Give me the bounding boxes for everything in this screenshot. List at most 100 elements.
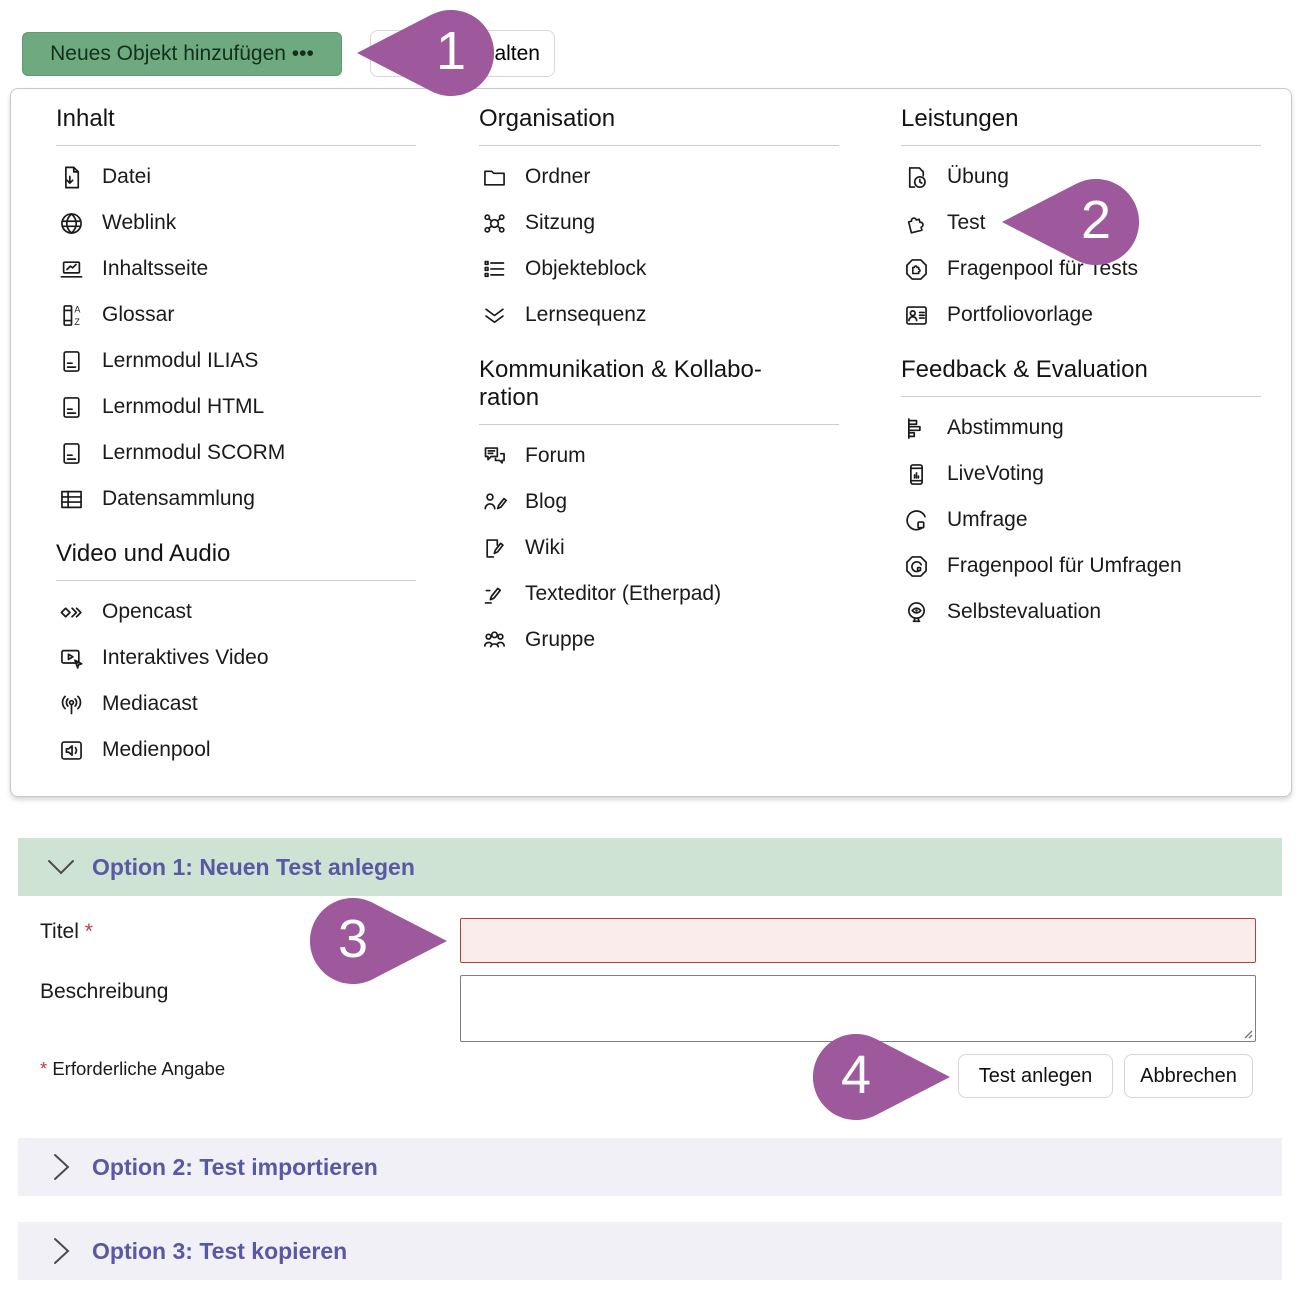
- marker-number: 3: [337, 908, 369, 969]
- survey-icon: [901, 505, 931, 535]
- menu-item-lernmodul-html[interactable]: Lernmodul HTML: [56, 384, 416, 430]
- question-pool-test-icon: [901, 254, 931, 284]
- menu-item-gruppe[interactable]: Gruppe: [479, 617, 839, 663]
- description-label: Beschreibung: [40, 980, 169, 1003]
- learning-module-icon: [56, 392, 86, 422]
- menu-item-label: Wiki: [525, 536, 565, 559]
- learning-module-icon: [56, 438, 86, 468]
- menu-item-objekteblock[interactable]: Objekteblock: [479, 246, 839, 292]
- content-page-icon: [56, 254, 86, 284]
- menu-item-label: Ordner: [525, 165, 591, 188]
- opencast-icon: [56, 597, 86, 627]
- title-input[interactable]: [460, 918, 1256, 963]
- menu-item-fragenpool-fuer-tests[interactable]: Fragenpool für Tests: [901, 246, 1261, 292]
- menu-item-label: Mediacast: [102, 692, 198, 715]
- menu-item-label: Interaktives Video: [102, 646, 269, 669]
- test-puzzle-icon: [901, 208, 931, 238]
- menu-item-datensammlung[interactable]: Datensammlung: [56, 476, 416, 522]
- section-title: Leistungen: [901, 105, 1261, 146]
- blog-icon: [479, 487, 509, 517]
- menu-item-wiki[interactable]: Wiki: [479, 525, 839, 571]
- chevron-down-icon: [46, 859, 76, 876]
- menu-item-umfrage[interactable]: Umfrage: [901, 497, 1261, 543]
- menu-item-test[interactable]: Test: [901, 200, 1261, 246]
- interactive-video-icon: [56, 643, 86, 673]
- cancel-button[interactable]: Abbrechen: [1124, 1054, 1253, 1098]
- learning-sequence-icon: [479, 300, 509, 330]
- menu-item-sitzung[interactable]: Sitzung: [479, 200, 839, 246]
- menu-item-weblink[interactable]: Weblink: [56, 200, 416, 246]
- menu-item-datei[interactable]: Datei: [56, 154, 416, 200]
- menu-item-label: Datensammlung: [102, 487, 255, 510]
- live-voting-icon: [901, 459, 931, 489]
- menu-item-interaktives-video[interactable]: Interaktives Video: [56, 635, 416, 681]
- menu-item-selbstevaluation[interactable]: Selbstevaluation: [901, 589, 1261, 635]
- menu-item-label: Medienpool: [102, 738, 211, 761]
- accordion-option-2[interactable]: Option 2: Test importieren: [18, 1138, 1282, 1196]
- add-object-button[interactable]: Neues Objekt hinzufügen •••: [22, 32, 342, 76]
- menu-item-lernmodul-ilias[interactable]: Lernmodul ILIAS: [56, 338, 416, 384]
- menu-item-abstimmung[interactable]: Abstimmung: [901, 405, 1261, 451]
- chevron-right-icon: [46, 1153, 76, 1181]
- menu-item-label: Gruppe: [525, 628, 596, 651]
- menu-item-label: Forum: [525, 444, 586, 467]
- menu-item-label: Blog: [525, 490, 568, 513]
- accordion-option-3[interactable]: Option 3: Test kopieren: [18, 1222, 1282, 1280]
- menu-item-label: LiveVoting: [947, 462, 1044, 485]
- file-icon: [56, 162, 86, 192]
- menu-item-label: Datei: [102, 165, 152, 188]
- menu-item-inhaltsseite[interactable]: Inhaltsseite: [56, 246, 416, 292]
- menu-item-lernsequenz[interactable]: Lernsequenz: [479, 292, 839, 338]
- marker-number: 4: [840, 1044, 872, 1105]
- menu-item-portfoliovorlage[interactable]: Portfoliovorlage: [901, 292, 1261, 338]
- menu-item-label: Texteditor (Etherpad): [525, 582, 722, 605]
- menu-item-label: Lernmodul HTML: [102, 395, 265, 418]
- section-title: Organisation: [479, 105, 839, 146]
- description-textarea[interactable]: [460, 975, 1256, 1042]
- exercise-icon: [901, 162, 931, 192]
- menu-item-uebung[interactable]: Übung: [901, 154, 1261, 200]
- tutorial-marker-4: 4: [813, 1034, 950, 1120]
- section-title: Inhalt: [56, 105, 416, 146]
- submit-button[interactable]: Test anlegen: [958, 1054, 1113, 1098]
- group-icon: [479, 625, 509, 655]
- folder-icon: [479, 162, 509, 192]
- menu-item-label: Weblink: [102, 211, 177, 234]
- menu-item-texteditor-etherpad[interactable]: Texteditor (Etherpad): [479, 571, 839, 617]
- required-note: * Erforderliche Angabe: [40, 1058, 226, 1079]
- menu-item-label: Portfoliovorlage: [947, 303, 1093, 326]
- menu-item-label: Opencast: [102, 600, 192, 623]
- menu-item-fragenpool-fuer-umfragen[interactable]: Fragenpool für Umfragen: [901, 543, 1261, 589]
- section-title: Video und Audio: [56, 540, 416, 581]
- wiki-icon: [479, 533, 509, 563]
- toolbar-secondary-button[interactable]: alten: [370, 30, 555, 77]
- section-title: Feedback & Evaluation: [901, 356, 1261, 397]
- menu-item-opencast[interactable]: Opencast: [56, 589, 416, 635]
- chevron-right-icon: [46, 1237, 76, 1265]
- menu-item-label: Glossar: [102, 303, 175, 326]
- self-evaluation-icon: [901, 597, 931, 627]
- menu-item-livevoting[interactable]: LiveVoting: [901, 451, 1261, 497]
- menu-item-lernmodul-scorm[interactable]: Lernmodul SCORM: [56, 430, 416, 476]
- accordion-option-1[interactable]: Option 1: Neuen Test anlegen: [18, 838, 1282, 896]
- accordion-title: Option 3: Test kopieren: [92, 1237, 348, 1264]
- menu-item-label: Lernsequenz: [525, 303, 647, 326]
- textarea-resize-handle[interactable]: [1241, 1027, 1254, 1040]
- menu-item-mediacast[interactable]: Mediacast: [56, 681, 416, 727]
- tutorial-marker-3: 3: [310, 898, 447, 984]
- menu-item-blog[interactable]: Blog: [479, 479, 839, 525]
- menu-item-ordner[interactable]: Ordner: [479, 154, 839, 200]
- menu-item-medienpool[interactable]: Medienpool: [56, 727, 416, 773]
- media-pool-icon: [56, 735, 86, 765]
- title-label: Titel *: [40, 920, 93, 943]
- menu-item-label: Test: [947, 211, 986, 234]
- menu-item-forum[interactable]: Forum: [479, 433, 839, 479]
- svg-text:Z: Z: [74, 317, 80, 327]
